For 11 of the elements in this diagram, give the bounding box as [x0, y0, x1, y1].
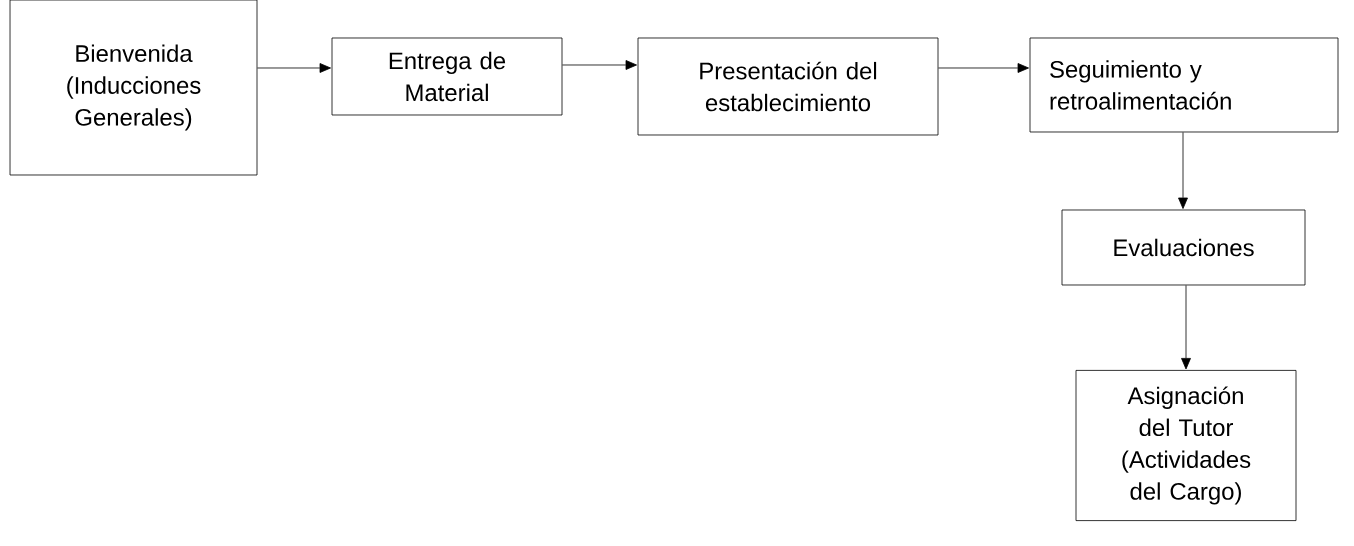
process-box: Evaluaciones [1061, 209, 1306, 286]
process-box: Entrega de Material [331, 37, 563, 116]
process-box: Bienvenida (Inducciones Generales) [9, 0, 258, 176]
arrow [1178, 132, 1188, 209]
process-box: Presentación del establecimiento [637, 37, 939, 136]
process-box: Asignación del Tutor (Actividades del Cargo) [1075, 370, 1297, 521]
arrow [938, 63, 1029, 73]
process-box: Seguimiento y retroalimentación [1029, 37, 1339, 133]
arrow [257, 63, 331, 73]
arrow [1181, 285, 1191, 370]
arrow [562, 60, 637, 70]
